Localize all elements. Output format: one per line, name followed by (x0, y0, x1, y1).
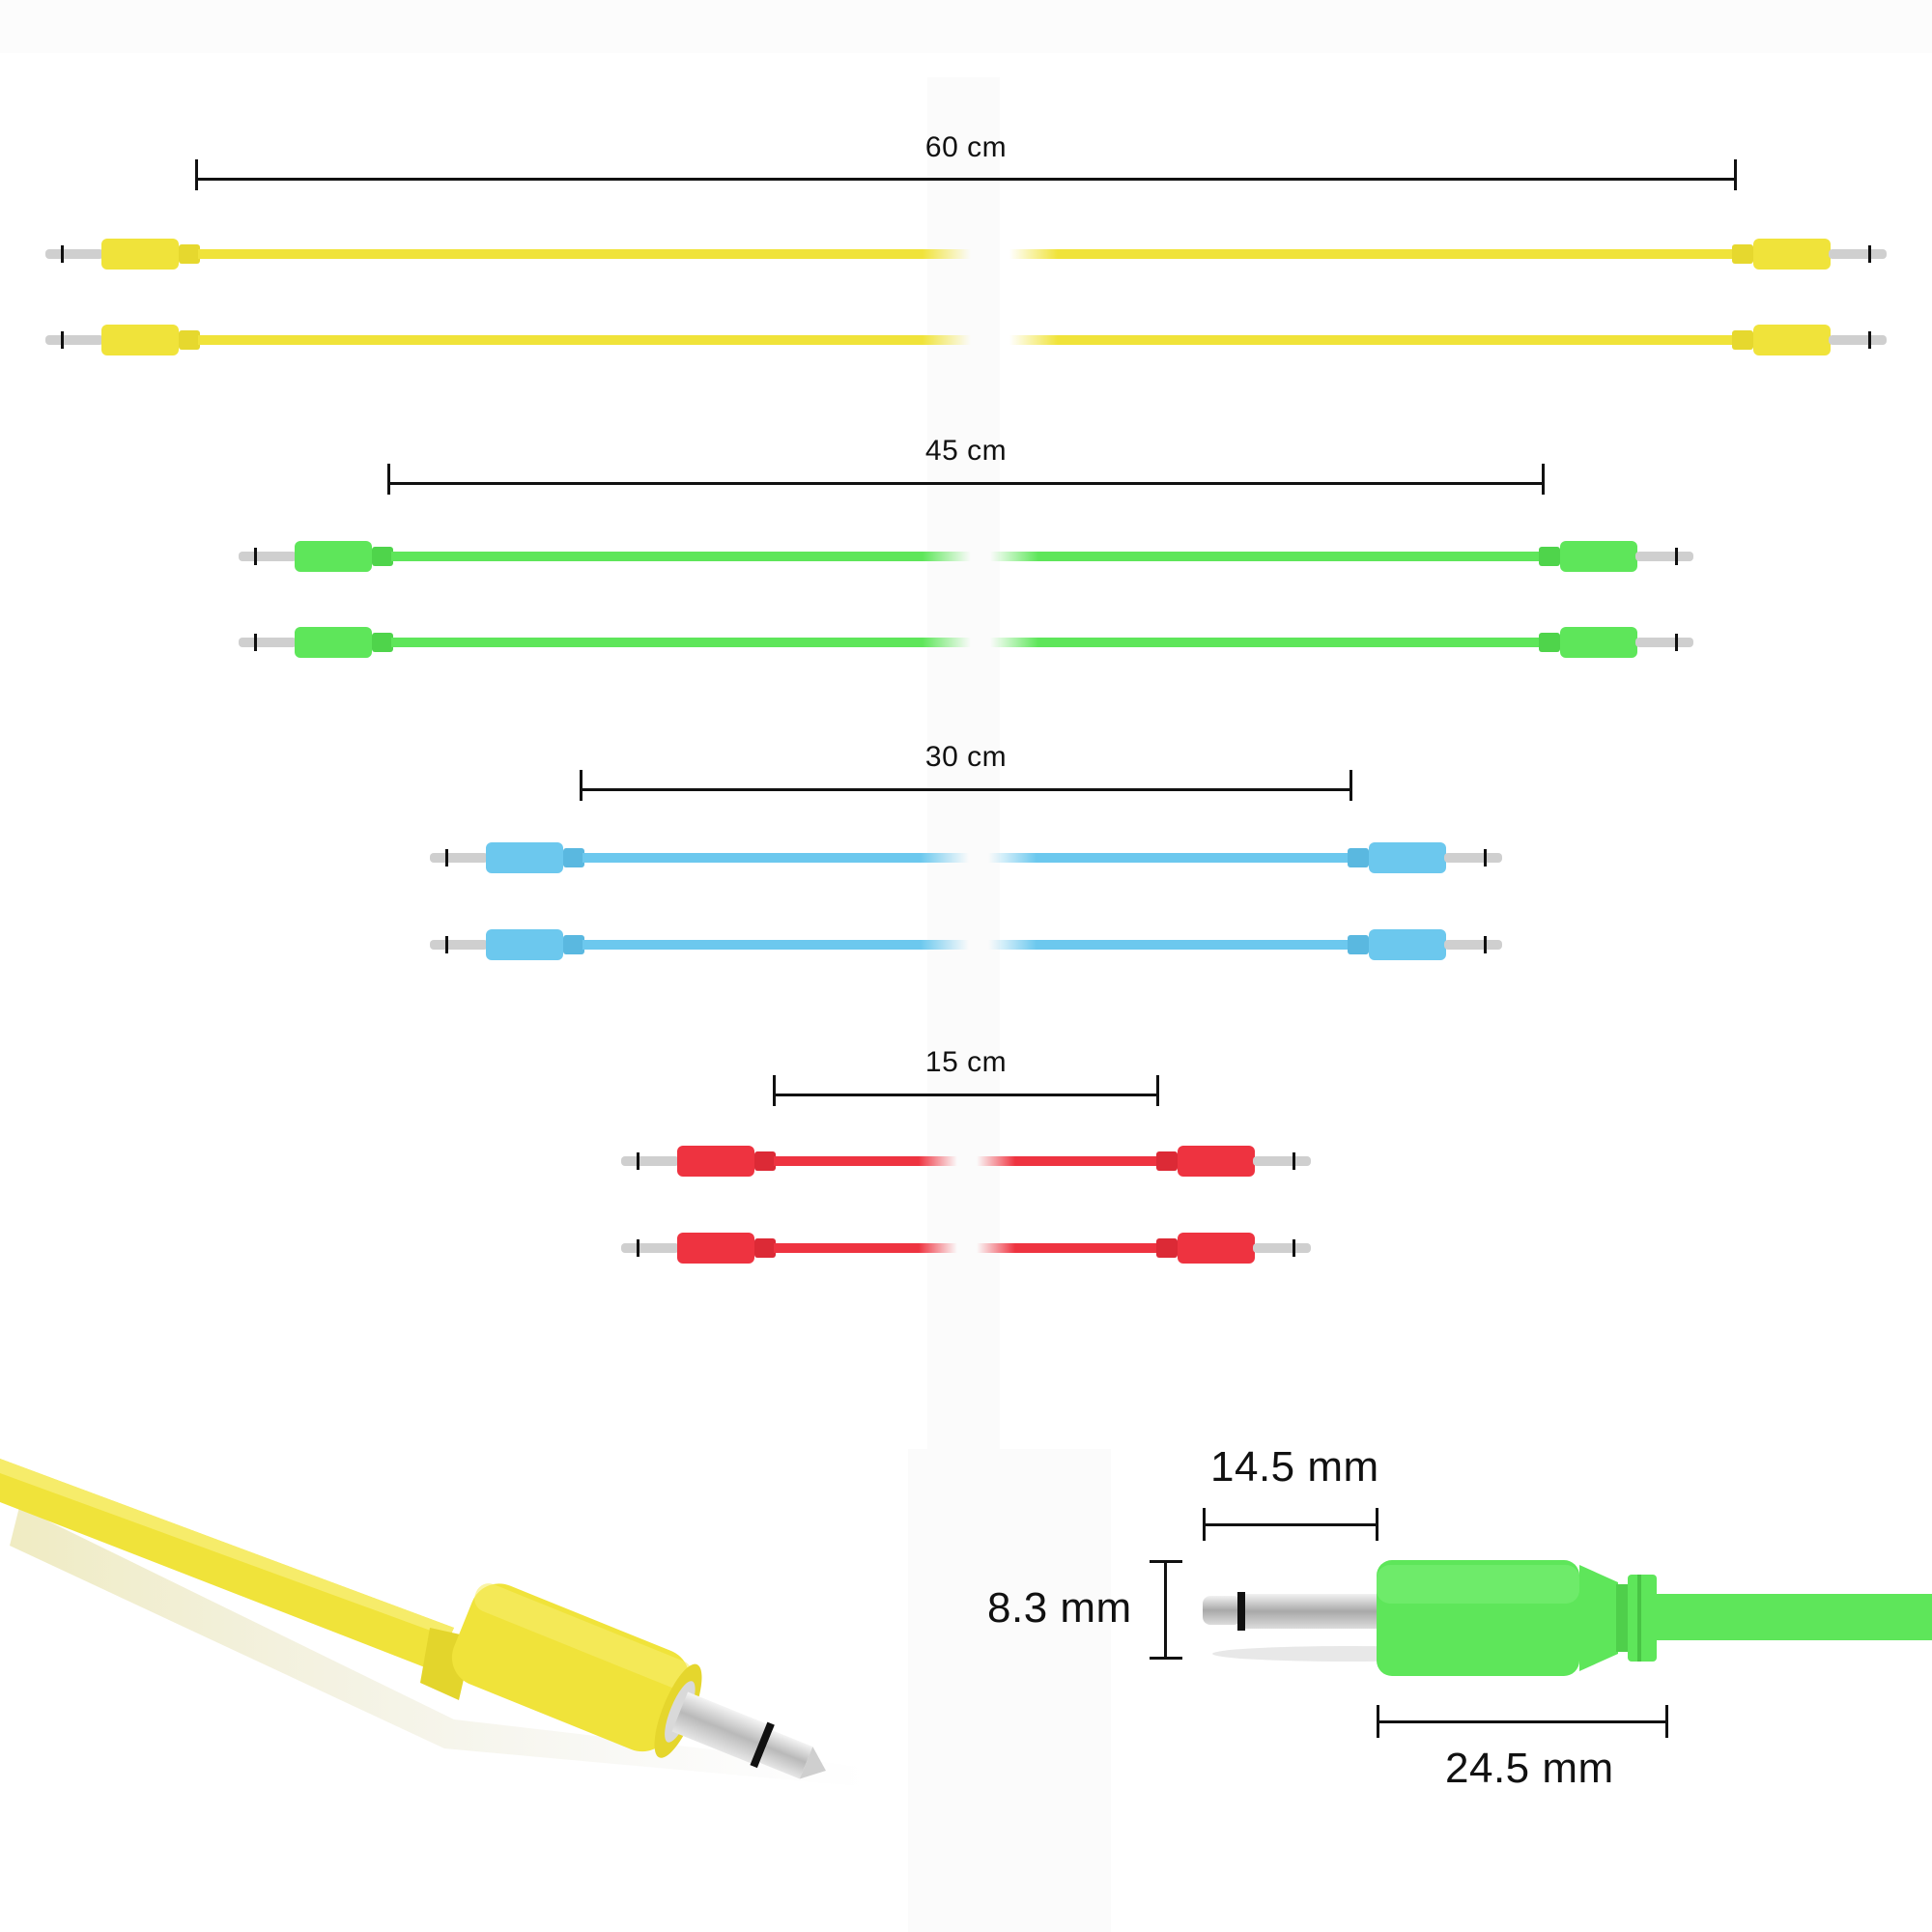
cable-yellow-60cm-1 (43, 235, 1889, 273)
length-label-15cm: 15 cm (924, 1046, 1008, 1078)
lower-band (908, 1449, 1111, 1932)
green-jack-detail (1193, 1546, 1932, 1690)
length-label-30cm: 30 cm (924, 741, 1008, 773)
yellow-jack-closeup (0, 1430, 908, 1816)
diameter-label: 8.3 mm (987, 1584, 1132, 1632)
dimension-bar-45cm (387, 464, 1545, 502)
length-label-60cm: 60 cm (924, 131, 1008, 163)
dimension-bar-15cm (773, 1075, 1159, 1114)
dimension-bar-30cm (580, 770, 1352, 809)
housing-length-label: 24.5 mm (1445, 1745, 1614, 1792)
cable-yellow-60cm-2 (43, 321, 1889, 359)
cable-red-15cm-1 (619, 1142, 1313, 1180)
housing-length-dimension (1377, 1705, 1668, 1738)
top-band (0, 0, 1932, 53)
plug-length-dimension (1203, 1508, 1378, 1541)
cable-blue-30cm-1 (428, 838, 1504, 877)
length-label-45cm: 45 cm (924, 435, 1008, 467)
plug-length-label: 14.5 mm (1210, 1443, 1379, 1491)
cable-green-45cm-2 (237, 623, 1695, 662)
diameter-dimension (1150, 1560, 1182, 1660)
cable-green-45cm-1 (237, 537, 1695, 576)
cable-blue-30cm-2 (428, 925, 1504, 964)
center-break-band (927, 77, 1000, 1449)
dimension-bar-60cm (195, 159, 1737, 198)
cable-red-15cm-2 (619, 1229, 1313, 1267)
